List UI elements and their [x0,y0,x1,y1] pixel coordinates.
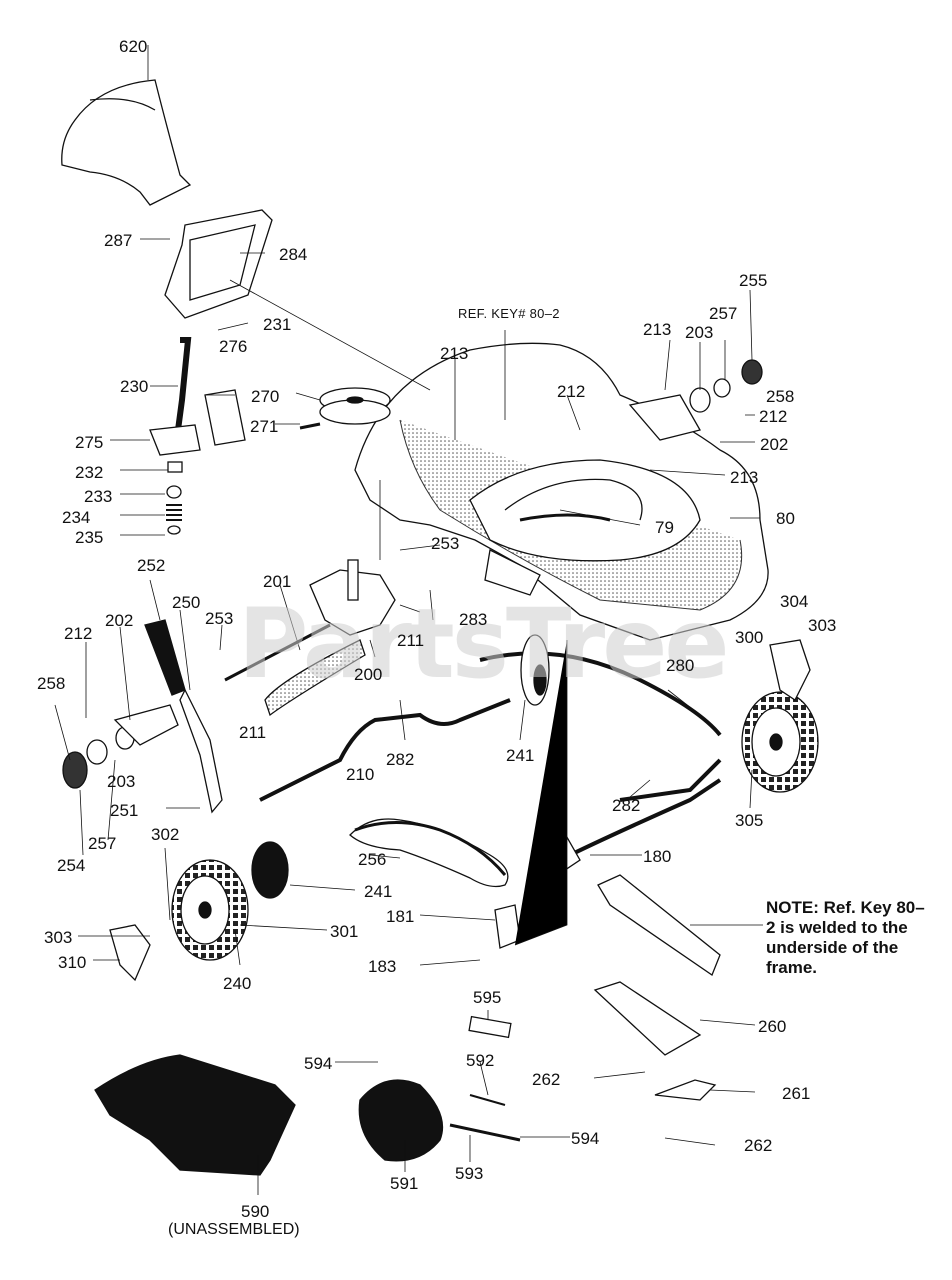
part-label: 257 [709,304,738,323]
part-label: 595 [473,988,502,1007]
part-label: 283 [459,610,488,629]
part-label: 256 [358,850,387,869]
part-label: 258 [766,387,795,406]
part-label: 276 [219,337,248,356]
reference-key-label: REF. KEY# 80–2 [458,306,560,321]
part-label: 260 [758,1017,787,1036]
part-label: 232 [75,463,104,482]
part-label: 251 [110,801,139,820]
part-label: 241 [506,746,535,765]
part-label: 591 [390,1174,419,1193]
part-label: 261 [782,1084,811,1103]
part-label: 212 [64,624,93,643]
part-label: 213 [643,320,672,339]
part-label: 211 [397,631,425,650]
drive-belt-part [349,818,509,888]
part-label: 620 [119,37,148,56]
part-label: 253 [431,534,460,553]
weld-note: NOTE: Ref. Key 80–2 is welded to the und… [766,898,925,977]
grass-bag-part [94,1054,296,1176]
part-label: 305 [735,811,764,830]
part-label: 592 [466,1051,495,1070]
unassembled-label: (UNASSEMBLED) [168,1221,300,1238]
part-label: 181 [386,907,415,926]
transmission-part [309,569,396,636]
part-label: 180 [643,847,672,866]
part-label: 202 [105,611,134,630]
part-label: 275 [75,433,104,452]
part-label: 233 [84,487,113,506]
part-label: 304 [780,592,809,611]
part-label: 301 [330,922,359,941]
part-label: 211 [239,723,267,742]
part-label: 203 [685,323,714,342]
part-label: 257 [88,834,117,853]
part-label: 250 [172,593,201,612]
part-label: 210 [346,765,375,784]
part-label: 212 [557,382,586,401]
part-label: 202 [760,435,789,454]
part-label: 302 [151,825,180,844]
part-label: 200 [354,665,383,684]
part-label: 270 [251,387,280,406]
part-label: 253 [205,609,234,628]
part-label: 234 [62,508,91,527]
part-label: 201 [263,572,292,591]
part-label: 213 [440,344,469,363]
part-label: 212 [759,407,788,426]
grass-chute-part [61,79,192,206]
part-label: 593 [455,1164,484,1183]
part-label: 255 [739,271,768,290]
watermark-text: PartsTree [238,588,729,700]
cover-plate-part [597,874,721,976]
part-label: 254 [57,856,86,875]
part-label: 79 [655,518,674,537]
part-label: 241 [364,882,393,901]
part-label: 230 [120,377,149,396]
part-label: 303 [44,928,73,947]
part-label: 252 [137,556,166,575]
part-label: 280 [666,656,695,675]
part-label: 80 [776,509,795,528]
part-label: 231 [263,315,292,334]
part-label: 594 [571,1129,600,1148]
part-label: 240 [223,974,252,993]
part-label: 262 [532,1070,561,1089]
part-label: 183 [368,957,397,976]
part-label: 235 [75,528,104,547]
deflector-plate-part [164,209,273,319]
part-label: 213 [730,468,759,487]
part-label: 590 [241,1202,270,1221]
part-label: 282 [612,796,641,815]
part-label: 284 [279,245,308,264]
part-label: 300 [735,628,764,647]
part-label: 258 [37,674,66,693]
part-label: 594 [304,1054,333,1073]
part-label: 282 [386,750,415,769]
part-label: 262 [744,1136,773,1155]
part-label: 271 [250,417,279,436]
part-label: 310 [58,953,87,972]
part-label: 287 [104,231,133,250]
part-label: 203 [107,772,136,791]
part-label: 303 [808,616,837,635]
